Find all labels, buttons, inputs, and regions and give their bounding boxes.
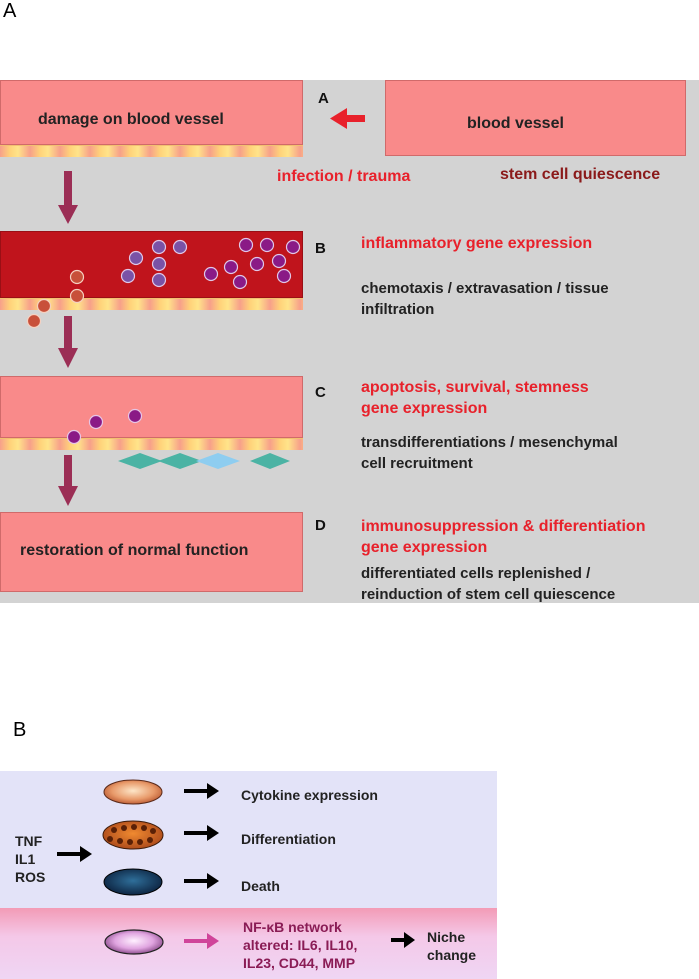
input-il1: IL1 [15,851,36,867]
step-d-line-1: differentiated cells replenished / [361,565,591,582]
arrow-inputs [57,846,92,862]
step-d-letter: D [315,517,326,534]
cytokine-cell-icon [103,779,163,805]
step-c-red-line-2: gene expression [361,400,488,417]
niche-line-1: Niche [427,929,466,945]
restoration-label: restoration of normal function [20,542,249,559]
damaged-vessel-wall [0,145,303,157]
immune-cells [120,237,301,290]
death-cell-icon [103,868,163,896]
step-a-letter: A [318,90,329,107]
arrow-death [184,873,219,889]
step-c-line-1: transdifferentiations / mesenchymal [361,434,618,451]
outcome-cytokine: Cytokine expression [241,787,378,803]
restored-vessel [0,512,303,592]
quiescence-label: stem cell quiescence [500,166,661,183]
nfkb-line-2: altered: IL6, IL10, [243,937,358,953]
niche-cell-icon [104,929,164,955]
damaged-vessel [0,80,303,145]
down-arrow-1 [58,171,78,224]
down-arrow-2 [58,316,78,368]
nfkb-network-text: NF-κB network altered: IL6, IL10, IL23, … [243,918,357,972]
step-c-red-line-1: apoptosis, survival, stemness [361,379,589,396]
arrow-differentiation [184,825,219,841]
step-b-red-text: inflammatory gene expression [361,235,593,252]
input-ros: ROS [15,869,46,885]
step-d-red-line-2: gene expression [361,539,488,556]
recovering-vessel [0,376,303,438]
panel-b-lavender-box [0,771,497,908]
damaged-vessel-label: damage on blood vessel [38,111,224,128]
panel-b-label: B [13,719,27,741]
down-arrow-3 [58,455,78,506]
arrow-cytokine [184,783,219,799]
step-b-line-1: chemotaxis / extravasation / tissue [361,280,609,297]
normal-vessel [385,80,686,156]
step-c-letter: C [315,384,326,401]
step-b-line-2: infiltration [361,301,435,318]
step-b-letter: B [315,240,326,257]
mesenchymal-cells [118,453,290,469]
migrating-cells [66,408,143,445]
step-c-line-2: cell recruitment [361,455,473,472]
differentiation-cell-icon [102,820,164,850]
arrow-niche [391,932,415,948]
extravasating-cells [26,269,85,329]
input-tnf: TNF [15,833,43,849]
panel-a-label: A [3,0,17,22]
niche-change-text: Niche change [427,928,476,964]
nfkb-line-3: IL23, CD44, MMP [243,955,356,971]
red-arrow [330,108,365,129]
outcome-death: Death [241,878,280,894]
niche-line-2: change [427,947,477,963]
nfkb-line-1: NF-κB network [243,919,342,935]
normal-vessel-label: blood vessel [467,115,564,132]
panel-b-pink-band [0,908,497,979]
infection-label: infection / trauma [277,168,411,185]
outcome-differentiation: Differentiation [241,831,336,847]
arrow-nfkb [184,933,219,949]
step-d-line-2: reinduction of stem cell quiescence [361,586,616,603]
step-d-red-line-1: immunosuppression & differentiation [361,518,646,535]
input-signals: TNF IL1 ROS [15,832,45,886]
